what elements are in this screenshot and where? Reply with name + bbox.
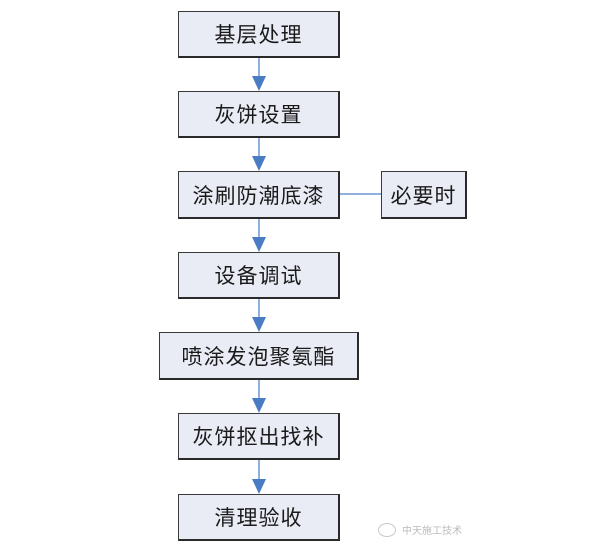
step-7-box: 清理验收 — [178, 494, 340, 541]
step-4-box: 设备调试 — [178, 252, 340, 299]
side-note-label: 必要时 — [390, 183, 457, 208]
arrow-down-icon — [252, 317, 266, 332]
arrow-down-icon — [252, 156, 266, 171]
step-6-box: 灰饼抠出找补 — [178, 413, 340, 460]
step-label: 灰饼抠出找补 — [192, 425, 325, 449]
step-label: 喷涂发泡聚氨酯 — [181, 344, 336, 369]
step-1-box: 基层处理 — [178, 11, 340, 58]
step-3-box: 涂刷防潮底漆 — [178, 171, 340, 219]
step-label: 设备调试 — [214, 264, 303, 288]
step-label: 灰饼设置 — [214, 103, 303, 127]
wechat-icon — [378, 522, 396, 537]
step-2-box: 灰饼设置 — [178, 91, 340, 138]
step-label: 基层处理 — [214, 23, 303, 47]
step-label: 清理验收 — [214, 506, 303, 530]
watermark: 中天施工技术 — [378, 522, 462, 537]
watermark-text: 中天施工技术 — [402, 526, 462, 537]
step-label: 涂刷防潮底漆 — [192, 183, 325, 208]
side-note-box: 必要时 — [381, 171, 467, 219]
arrow-down-icon — [252, 76, 266, 91]
arrow-down-icon — [252, 479, 266, 494]
step-5-box: 喷涂发泡聚氨酯 — [159, 332, 359, 380]
arrow-down-icon — [252, 237, 266, 252]
arrow-down-icon — [252, 398, 266, 413]
